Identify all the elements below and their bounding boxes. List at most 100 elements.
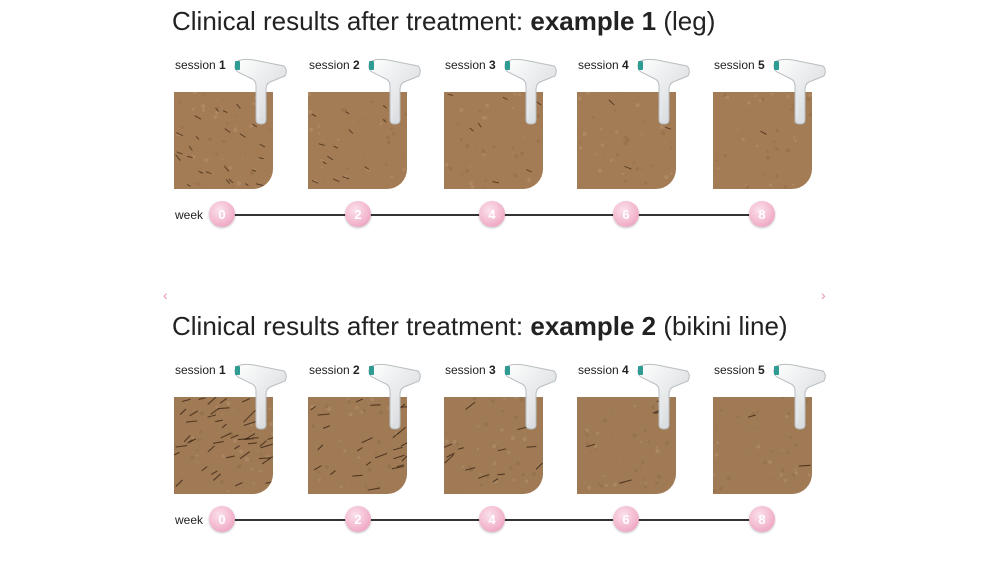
skin-texture <box>355 405 359 410</box>
skin-texture <box>196 182 201 186</box>
hair-strand <box>247 442 257 445</box>
skin-texture <box>492 145 496 149</box>
week-label: week <box>175 208 204 222</box>
skin-texture <box>444 439 449 444</box>
skin-texture <box>385 163 388 166</box>
epilator-device <box>635 361 691 431</box>
skin-texture <box>318 478 322 482</box>
hair-strand <box>258 157 264 160</box>
hair-strand <box>502 96 508 100</box>
skin-texture <box>482 153 486 157</box>
skin-texture <box>316 470 320 474</box>
skin-texture <box>541 492 543 494</box>
hair-strand <box>357 447 363 452</box>
session-number: 2 <box>353 58 360 72</box>
session-2: session 2 <box>308 361 421 501</box>
skin-texture <box>472 397 477 401</box>
skin-texture <box>641 133 644 136</box>
skin-texture <box>208 137 212 142</box>
session-word: session <box>309 363 354 377</box>
skin-texture <box>644 481 648 485</box>
epilator-device <box>771 361 827 431</box>
skin-texture <box>314 179 317 182</box>
week-dot-4: 4 <box>479 201 505 227</box>
skin-texture <box>756 410 760 414</box>
epilator-device-icon <box>773 58 826 125</box>
skin-texture <box>713 489 716 493</box>
prev-arrow-icon[interactable]: ‹ <box>163 287 168 303</box>
hair-strand <box>444 454 454 464</box>
session-label: session 5 <box>714 58 765 72</box>
section-title: Clinical results after treatment: exampl… <box>172 311 788 341</box>
skin-texture <box>715 159 718 162</box>
skin-texture <box>785 414 789 418</box>
session-number: 3 <box>489 58 496 72</box>
skin-texture <box>786 94 790 99</box>
skin-texture <box>520 151 525 156</box>
skin-texture <box>786 451 790 454</box>
skin-texture <box>643 485 647 489</box>
hair-strand <box>224 165 230 172</box>
epilator-device-icon <box>368 363 421 430</box>
skin-texture <box>256 158 259 161</box>
skin-texture <box>377 440 381 444</box>
hair-strand <box>187 156 193 158</box>
skin-texture <box>444 409 446 412</box>
hair-strand <box>188 145 193 151</box>
skin-texture <box>651 405 655 410</box>
skin-texture <box>527 177 532 182</box>
hair-strand <box>215 419 223 423</box>
hair-strand <box>228 179 234 184</box>
hair-strand <box>367 487 381 491</box>
skin-texture <box>377 180 379 183</box>
skin-texture <box>227 490 230 493</box>
hair-strand <box>535 462 543 470</box>
skin-texture <box>508 466 513 470</box>
hair-strand <box>207 397 217 405</box>
skin-texture <box>729 478 731 480</box>
skin-texture <box>336 138 340 141</box>
hair-strand <box>183 435 191 443</box>
skin-texture <box>259 470 262 473</box>
skin-texture <box>536 139 540 143</box>
skin-texture <box>720 408 723 412</box>
next-arrow-icon[interactable]: › <box>821 287 826 303</box>
hair-strand <box>245 183 249 186</box>
skin-texture <box>476 447 480 451</box>
skin-texture <box>235 114 238 117</box>
hair-strand <box>207 445 215 453</box>
skin-texture <box>515 461 520 466</box>
skin-texture <box>482 186 485 188</box>
skin-texture <box>221 454 225 458</box>
skin-texture <box>233 128 238 133</box>
skin-texture <box>514 397 518 399</box>
epilator-device-icon <box>234 363 287 430</box>
skin-texture <box>454 489 457 492</box>
hair-strand <box>230 434 239 439</box>
skin-texture <box>222 139 226 143</box>
skin-texture <box>655 446 658 449</box>
skin-texture <box>792 136 796 139</box>
epilator-device-icon <box>773 363 826 430</box>
session-number: 2 <box>353 363 360 377</box>
skin-texture <box>770 449 773 453</box>
skin-texture <box>755 441 757 443</box>
hair-strand <box>175 154 181 161</box>
hair-strand <box>329 470 336 475</box>
hair-strand <box>497 448 507 452</box>
skin-texture <box>511 138 514 140</box>
skin-texture <box>655 448 660 454</box>
skin-texture <box>308 92 311 97</box>
skin-texture <box>619 459 621 462</box>
skin-texture <box>481 116 485 120</box>
skin-texture <box>641 174 644 176</box>
skin-texture <box>203 92 206 95</box>
skin-texture <box>310 406 313 409</box>
skin-texture <box>386 400 388 403</box>
skin-texture <box>470 184 475 189</box>
skin-texture <box>756 444 761 449</box>
hair-strand <box>517 426 528 431</box>
skin-texture <box>252 482 255 485</box>
skin-texture <box>624 179 627 183</box>
